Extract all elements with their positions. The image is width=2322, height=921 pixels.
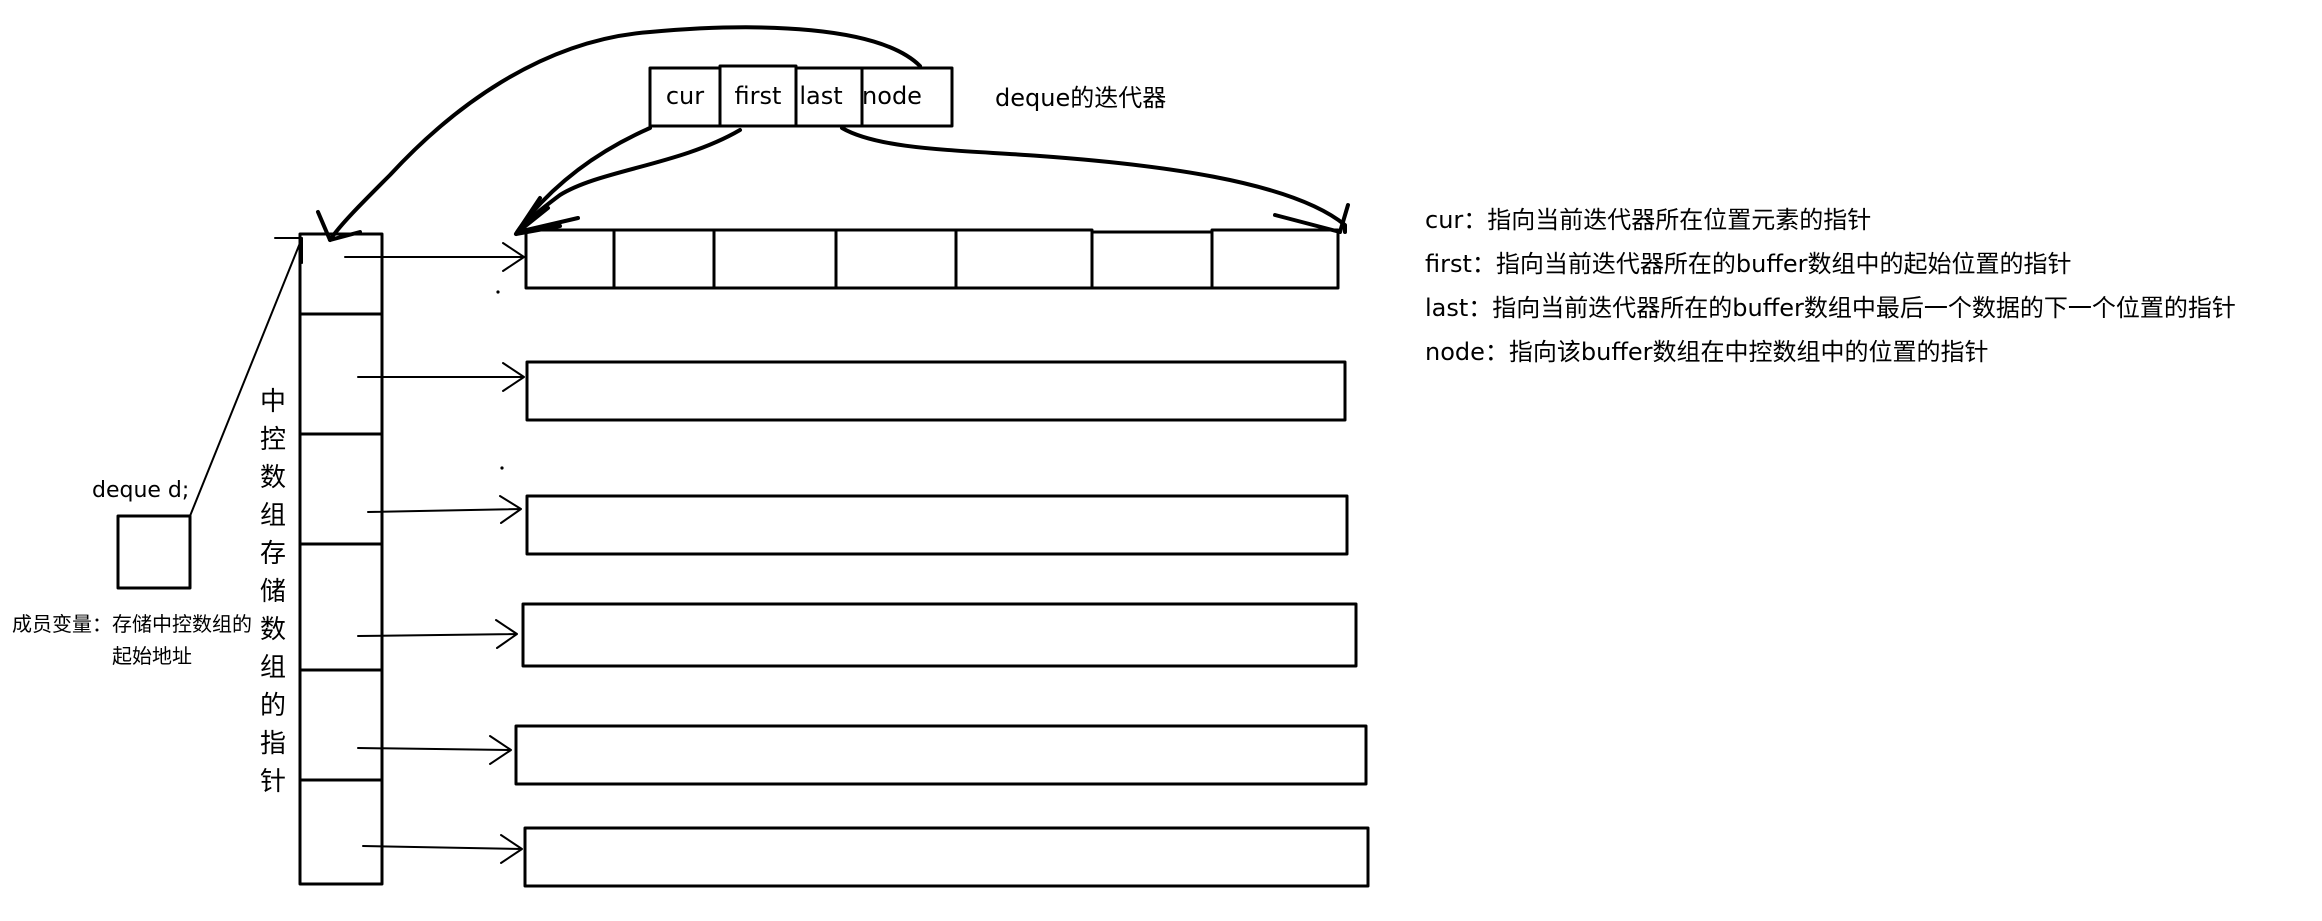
buffer-0	[524, 228, 1340, 290]
map-label-char: 存	[259, 539, 286, 569]
map-vertical-label: 中 控 数 组 存 储 数 组 的 指 针	[258, 383, 288, 801]
buffer-3	[521, 602, 1358, 668]
buffer-4	[514, 724, 1368, 786]
map-label-char: 控	[259, 425, 286, 455]
buffer-cell	[834, 228, 958, 290]
arrow-map-to-buffer-4	[357, 735, 512, 765]
arrow-map-to-buffer-0	[344, 242, 525, 272]
arrow-node-to-map	[328, 25, 922, 242]
iterator-field-label: first	[734, 82, 782, 110]
arrow-map-to-buffer-2	[367, 495, 522, 524]
buffer-cell	[612, 228, 716, 290]
iterator-field-label: node	[862, 82, 922, 110]
arrow-first-to-buffer	[516, 128, 742, 234]
map-label-char: 数	[259, 615, 286, 645]
buffer-1	[525, 360, 1347, 422]
stray-dot	[500, 466, 504, 470]
arrow-deque-to-map	[189, 237, 303, 517]
legend-item-last: last：指向当前迭代器所在的buffer数组中最后一个数据的下一个位置的指针	[1425, 294, 2236, 322]
map-label-char: 数	[259, 463, 286, 493]
arrow-last-to-buffer-end	[840, 126, 1347, 234]
deque-member-note-line2: 起始地址	[112, 644, 192, 668]
iterator-field-label: last	[799, 82, 843, 110]
map-label-char: 针	[259, 767, 286, 797]
map-label-char: 组	[259, 653, 286, 683]
iterator-caption: deque的迭代器	[995, 84, 1167, 112]
legend-item-cur: cur：指向当前迭代器所在位置元素的指针	[1425, 206, 1872, 234]
map-cell	[298, 432, 384, 546]
arrow-map-to-buffer-3	[357, 619, 518, 649]
buffer-cell	[1090, 230, 1214, 290]
arrow-last-to-buffer-end-head	[1273, 203, 1350, 234]
arrow-map-to-buffer-1	[357, 362, 525, 392]
buffer-2	[525, 494, 1349, 556]
map-cell	[298, 542, 384, 672]
map-cell	[298, 312, 384, 436]
map-label-char: 储	[259, 577, 286, 607]
map-label-char: 的	[259, 691, 286, 721]
iterator-pointer-arrows	[316, 25, 1350, 242]
map-cell	[298, 778, 384, 886]
legend-item-node: node：指向该buffer数组在中控数组中的位置的指针	[1425, 338, 1989, 366]
buffer-cell	[524, 228, 616, 290]
deque-object-label: deque d;	[92, 478, 190, 503]
buffer-5	[523, 826, 1370, 888]
arrow-buffer-start-head	[514, 196, 580, 236]
legend-item-first: first：指向当前迭代器所在的buffer数组中的起始位置的指针	[1425, 250, 2072, 278]
iterator-struct	[648, 64, 954, 128]
legend: cur：指向当前迭代器所在位置元素的指针 first：指向当前迭代器所在的buf…	[1425, 206, 2236, 366]
map-array	[298, 232, 384, 886]
stray-dot	[496, 290, 500, 294]
map-to-buffer-arrows	[344, 242, 525, 864]
map-cell	[298, 668, 384, 782]
map-cell	[298, 232, 384, 316]
buffer-cell	[954, 228, 1094, 290]
map-label-char: 指	[259, 729, 286, 759]
iterator-field-label: cur	[665, 82, 705, 110]
buffer-cell	[1210, 228, 1340, 290]
map-label-char: 组	[259, 501, 286, 531]
iterator-node-cell	[860, 66, 954, 128]
deque-member-note-line1: 成员变量：存储中控数组的	[12, 612, 252, 636]
map-label-char: 中	[259, 387, 286, 417]
arrow-node-to-map-head	[316, 210, 362, 242]
buffers	[514, 228, 1370, 888]
buffer-cell	[712, 228, 838, 290]
deque-object-box	[116, 514, 192, 590]
arrow-map-to-buffer-5	[362, 834, 523, 864]
